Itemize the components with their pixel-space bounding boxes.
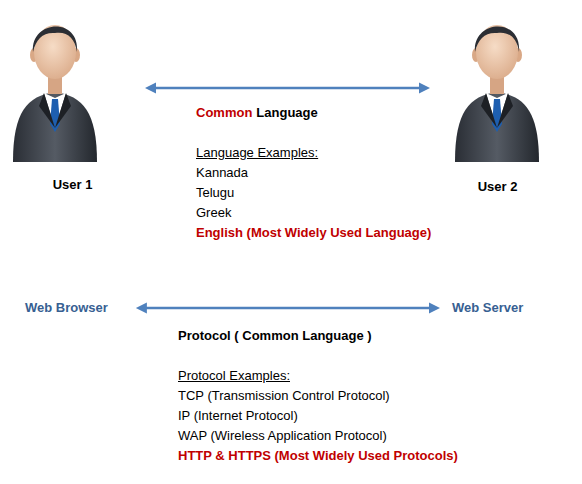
list-heading: Protocol Examples: bbox=[178, 368, 290, 384]
list-item: Kannada bbox=[196, 165, 248, 181]
user-icon bbox=[455, 25, 539, 162]
node-label: User 2 bbox=[478, 179, 518, 195]
node-label: User 1 bbox=[53, 177, 93, 193]
arrow-head bbox=[136, 303, 147, 314]
list-item-highlight: HTTP & HTTPS (Most Widely Used Protocols… bbox=[178, 448, 458, 464]
heading-word: Common bbox=[196, 105, 252, 121]
user-icon bbox=[13, 25, 97, 162]
arrow-head bbox=[419, 83, 430, 94]
arrow-head bbox=[429, 303, 440, 314]
list-item-highlight: English (Most Widely Used Language) bbox=[196, 225, 431, 241]
list-item: TCP (Transmission Control Protocol) bbox=[178, 388, 390, 404]
node-label: Web Server bbox=[452, 300, 523, 316]
arrow-head bbox=[145, 83, 156, 94]
list-item: IP (Internet Protocol) bbox=[178, 408, 298, 424]
list-item: Telugu bbox=[196, 185, 234, 201]
heading: Protocol ( Common Language ) bbox=[178, 328, 372, 344]
heading-word: Language bbox=[256, 105, 317, 121]
user-figure: User 2 bbox=[435, 10, 560, 202]
list-item: WAP (Wireless Application Protocol) bbox=[178, 428, 387, 444]
double-arrow bbox=[154, 87, 421, 90]
endpoint-label: Web Server bbox=[448, 299, 527, 317]
list-item: Greek bbox=[196, 205, 231, 221]
node-label: Web Browser bbox=[25, 300, 108, 316]
endpoint-label: Web Browser bbox=[21, 299, 112, 317]
user-figure: User 1 bbox=[10, 10, 135, 200]
list-heading: Language Examples: bbox=[196, 145, 318, 161]
double-arrow bbox=[145, 307, 431, 310]
